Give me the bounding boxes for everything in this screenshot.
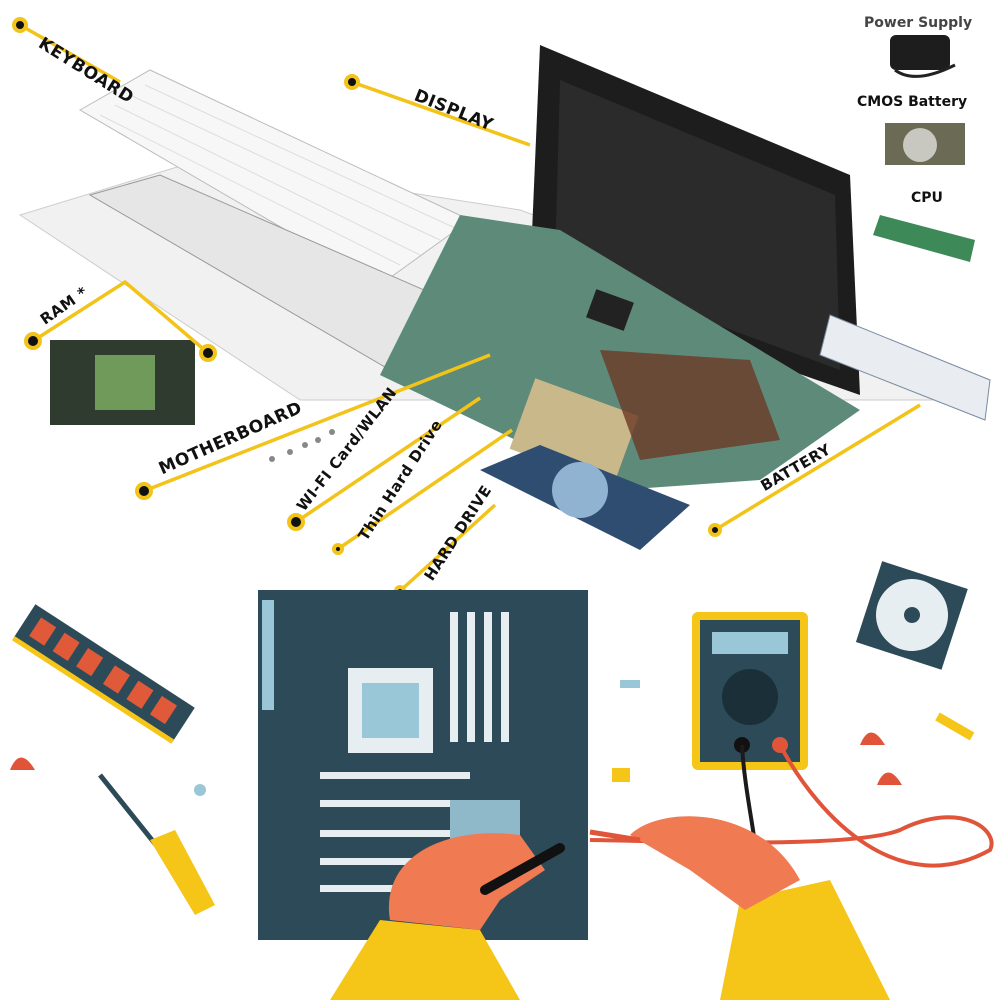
power-supply-image xyxy=(890,35,956,78)
hard-drive xyxy=(480,445,690,550)
cmos-coin-icon xyxy=(903,128,937,162)
screws xyxy=(269,429,335,462)
battery xyxy=(819,314,991,421)
red-probe-wire xyxy=(589,744,994,868)
keyboard xyxy=(79,69,471,286)
fan xyxy=(855,561,968,670)
ram-stick xyxy=(11,604,195,744)
screwdriver xyxy=(98,773,215,915)
heatsink xyxy=(600,350,780,460)
callout-lines xyxy=(19,23,921,593)
multimeter xyxy=(692,612,808,770)
small-components xyxy=(10,680,975,796)
cpu-image xyxy=(873,215,975,262)
hands xyxy=(330,816,890,1000)
label-power-supply: Power Supply xyxy=(864,15,973,31)
label-cmos-battery: CMOS Battery xyxy=(857,94,968,110)
label-cpu: CPU xyxy=(911,190,943,206)
